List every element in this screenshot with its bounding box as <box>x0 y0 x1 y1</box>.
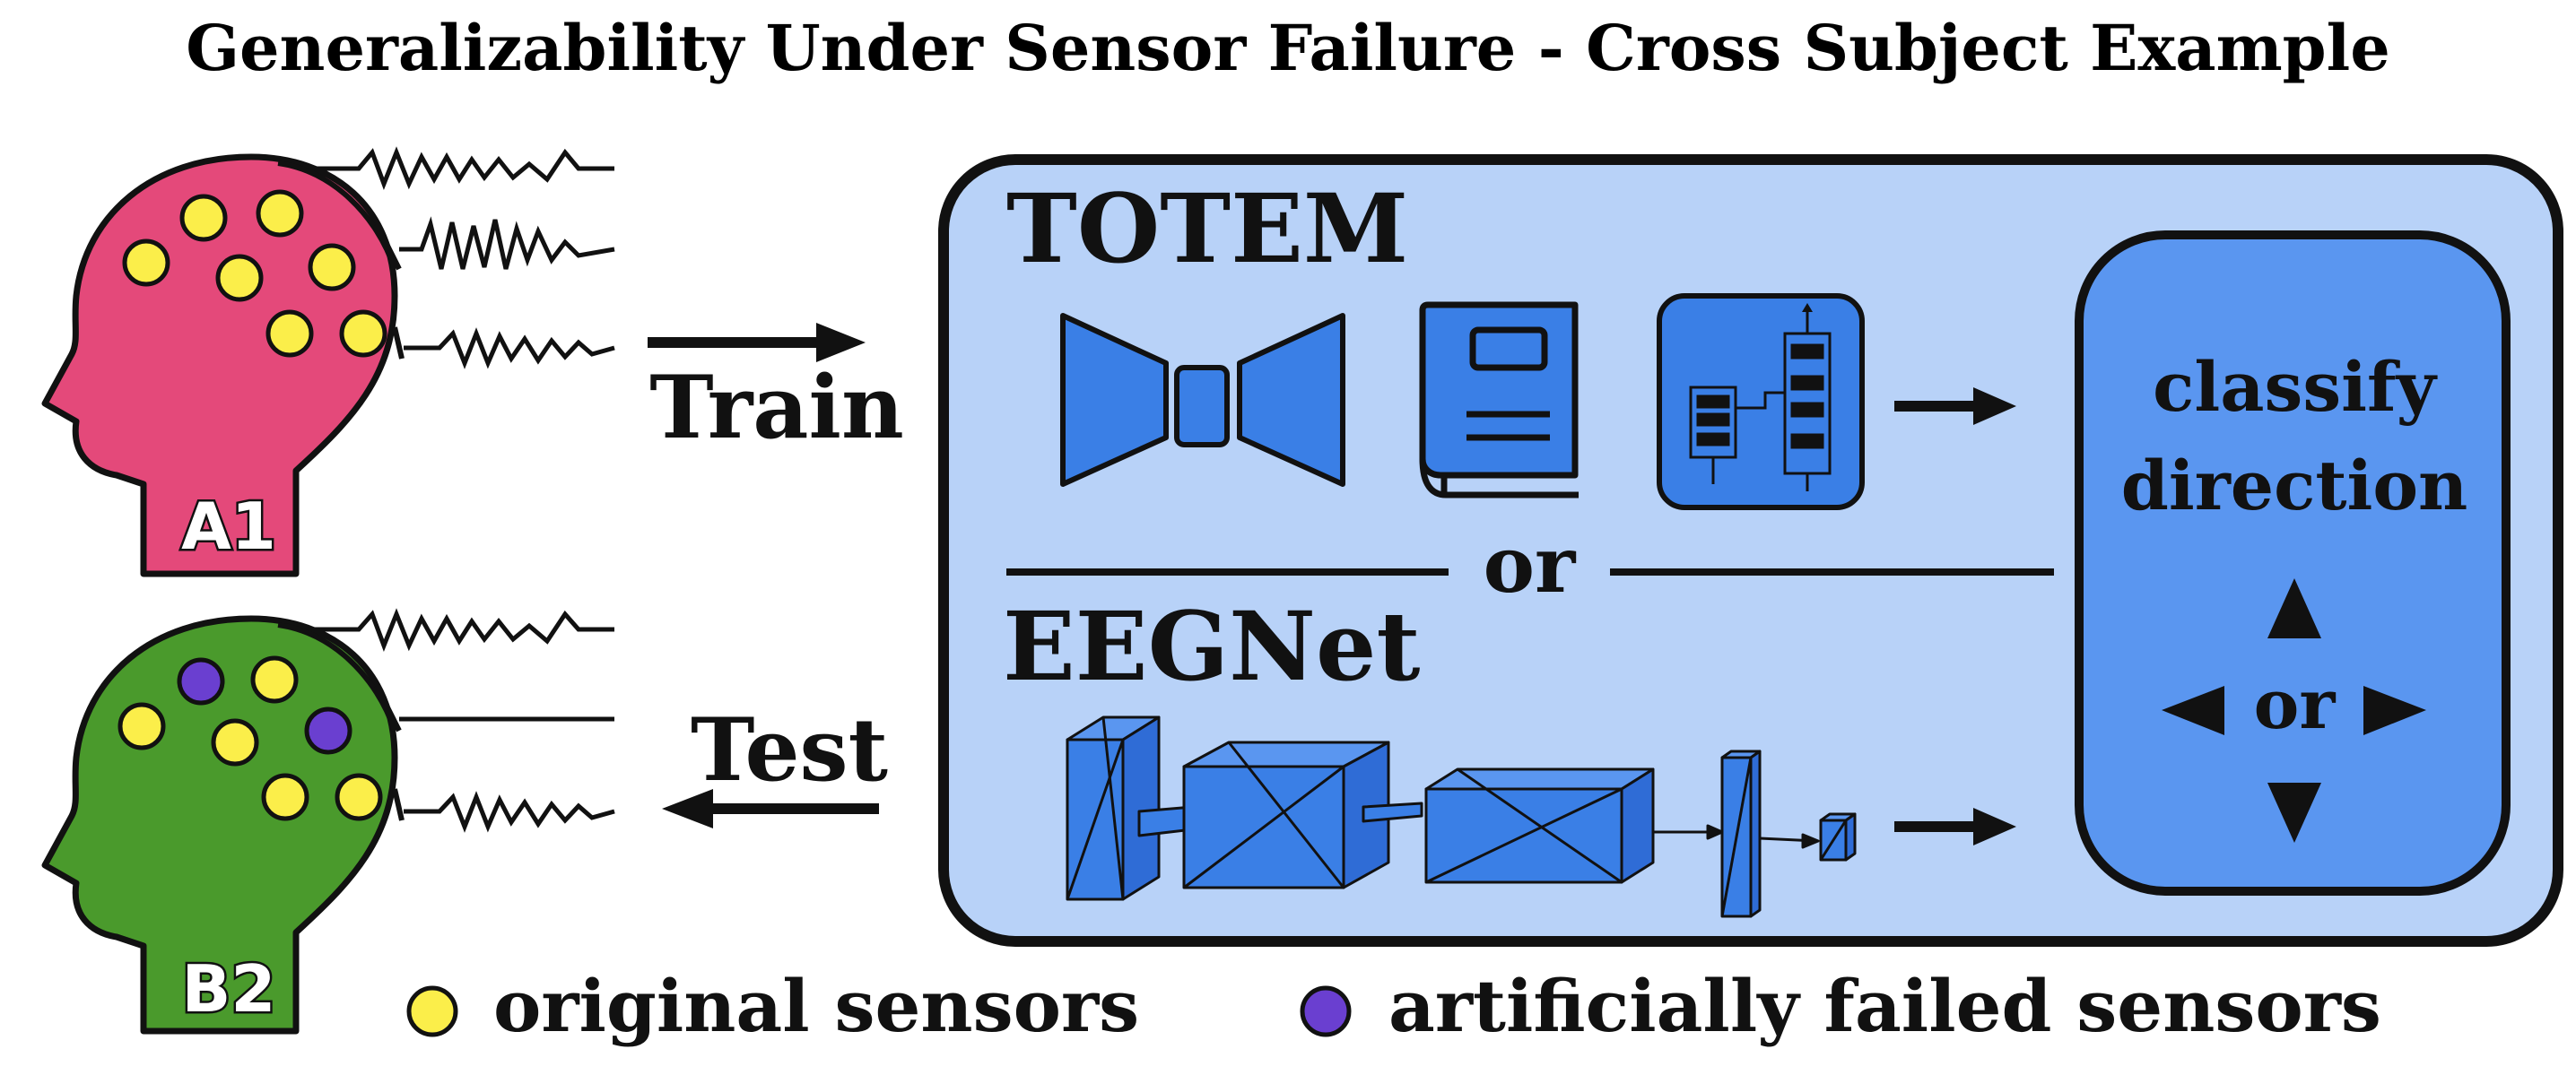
test-arrow: Test <box>662 699 888 828</box>
sensor-original <box>215 254 264 302</box>
signal-noisy <box>404 327 615 369</box>
signal-noisy <box>309 146 614 190</box>
eegnet-layer-2 <box>1182 741 1390 889</box>
test-label: Test <box>691 699 888 801</box>
sensor-original <box>265 309 314 358</box>
sensor-original <box>179 194 228 242</box>
eegnet-icon <box>1066 715 1857 918</box>
arrow-down-icon <box>2267 783 2321 843</box>
subject-b2-label: B2 <box>182 951 276 1027</box>
sensor-original <box>250 655 299 704</box>
classify-direction-box: classify direction or <box>2075 230 2511 896</box>
model-panel: TOTEM <box>938 154 2563 947</box>
subject-b2-sensors <box>117 655 383 821</box>
legend-original-label: original sensors <box>493 964 1139 1048</box>
sensor-original <box>308 243 356 291</box>
legend-failed-swatch <box>1300 985 1352 1037</box>
separator-or: or <box>1484 520 1577 611</box>
classify-line2: direction <box>2121 446 2468 525</box>
subject-b2-head: B2 <box>41 608 615 1035</box>
codebook-icon <box>1419 301 1579 498</box>
classify-line1: classify <box>2153 347 2438 427</box>
eegnet-output-arrow <box>1894 808 2016 845</box>
sensor-original <box>256 189 304 238</box>
subject-b2-signals <box>309 608 615 833</box>
eegnet-label: EEGNet <box>1003 590 1420 702</box>
sensor-original <box>335 773 383 821</box>
sensor-original <box>339 309 387 358</box>
signal-noisy <box>309 608 614 652</box>
legend-failed-label: artificially failed sensors <box>1388 964 2381 1048</box>
eegnet-layer-5 <box>1819 812 1857 862</box>
signal-noisy <box>399 216 615 270</box>
arrow-left-icon <box>2162 686 2224 735</box>
totem-output-arrow <box>1894 387 2016 425</box>
totem-label: TOTEM <box>1006 172 1408 284</box>
eegnet-layer-3 <box>1424 767 1655 884</box>
eegnet-layer-1 <box>1066 715 1161 901</box>
sensor-original <box>211 718 259 767</box>
sensor-original <box>261 773 309 821</box>
arrow-right-icon <box>2363 686 2426 735</box>
legend: original sensors artificially failed sen… <box>406 964 2381 1048</box>
signal-noisy <box>404 791 615 833</box>
transformer-icon <box>1657 293 1865 510</box>
train-arrow: Train <box>648 323 904 458</box>
sensor-failed <box>177 657 225 706</box>
subject-a1-label: A1 <box>181 489 276 564</box>
subject-a1-head: A1 <box>41 146 615 577</box>
subject-a1-signals <box>309 146 615 369</box>
subject-a1-sensors <box>122 189 387 358</box>
vqvae-icon <box>1060 313 1345 487</box>
figure-title: Generalizability Under Sensor Failure - … <box>186 11 2390 85</box>
legend-original-swatch <box>406 985 458 1037</box>
sensor-original <box>117 702 166 750</box>
sensor-original <box>122 238 170 287</box>
model-separator: or <box>1006 520 2054 611</box>
eegnet-layer-4 <box>1720 750 1762 918</box>
train-label: Train <box>649 357 904 458</box>
arrow-up-icon <box>2267 578 2321 638</box>
sensor-failed <box>304 707 352 755</box>
classify-or: or <box>2254 664 2337 744</box>
